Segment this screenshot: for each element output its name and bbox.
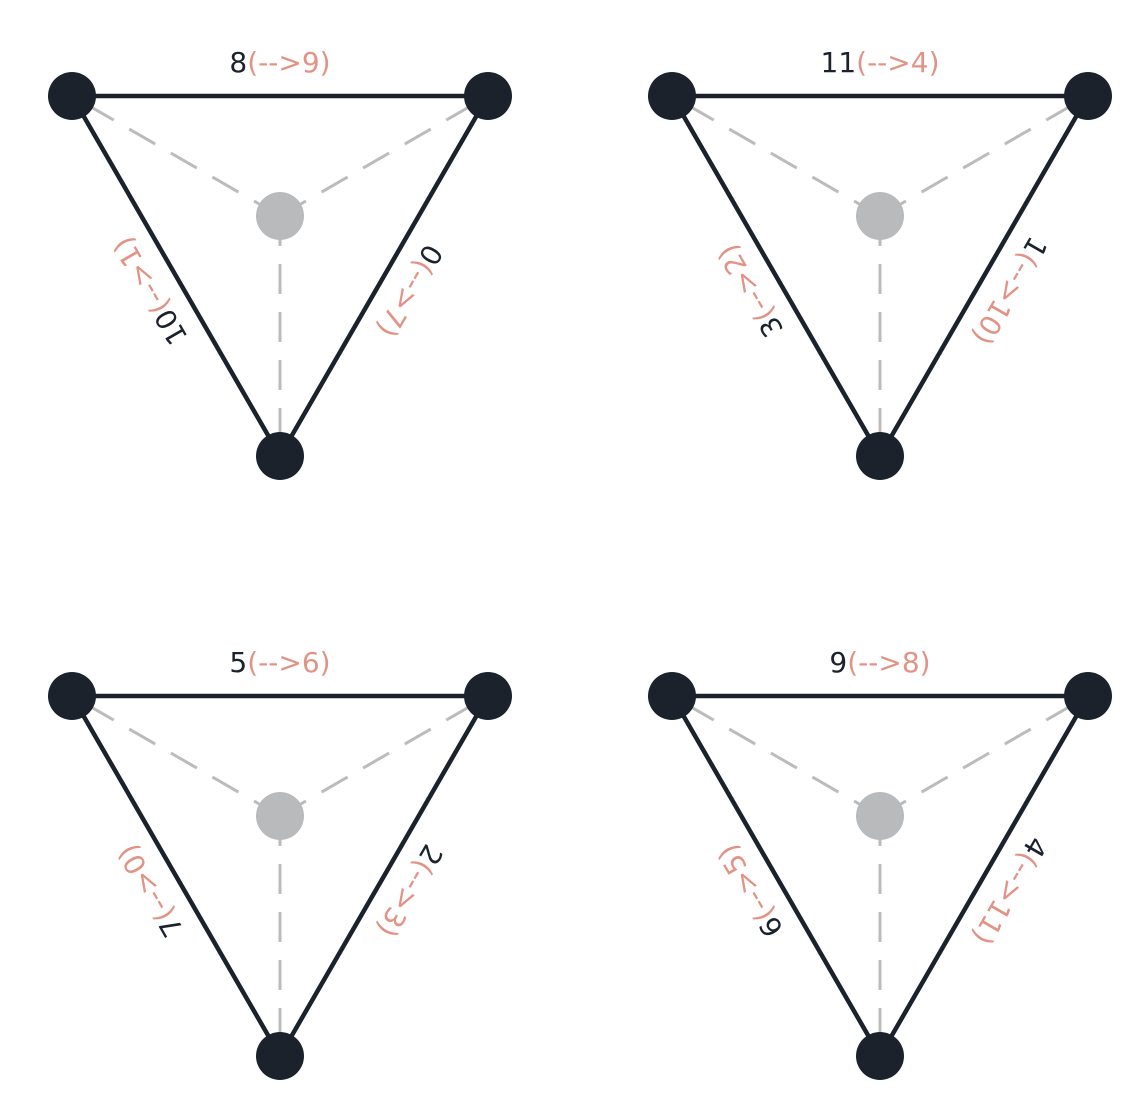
center-node bbox=[856, 792, 904, 840]
triangle-3: 5(-->6) 7(-->0) 2(-->3) bbox=[48, 646, 512, 1080]
corner-node-2 bbox=[464, 672, 512, 720]
edge-label-top-number: 8 bbox=[229, 46, 247, 79]
edge-label-right-mapping: (-->3) bbox=[370, 854, 440, 943]
corner-node-1 bbox=[648, 72, 696, 120]
corner-node-3 bbox=[856, 432, 904, 480]
spoke-1 bbox=[71, 694, 281, 818]
spoke-1 bbox=[71, 94, 281, 218]
spoke-2 bbox=[879, 694, 1089, 818]
corner-node-3 bbox=[856, 1032, 904, 1080]
edge-label-top: 5(-->6) bbox=[229, 646, 330, 679]
edge-label-left: 6(-->5) bbox=[710, 839, 789, 943]
edge-right bbox=[277, 93, 491, 459]
edge-left bbox=[669, 693, 883, 1059]
center-node bbox=[256, 192, 304, 240]
edge-label-left-mapping: (-->5) bbox=[710, 839, 780, 928]
corner-node-1 bbox=[48, 672, 96, 720]
edge-label-top: 9(-->8) bbox=[829, 646, 930, 679]
edge-label-right: 1(-->10) bbox=[966, 231, 1054, 351]
edge-label-top-mapping: (-->8) bbox=[847, 646, 930, 679]
edge-label-right-mapping: (-->7) bbox=[370, 254, 440, 343]
spoke-2 bbox=[279, 694, 489, 818]
edge-label-top: 8(-->9) bbox=[229, 46, 330, 79]
edge-left bbox=[69, 693, 283, 1059]
corner-node-1 bbox=[648, 672, 696, 720]
edge-label-top-number: 5 bbox=[229, 646, 247, 679]
corner-node-2 bbox=[1064, 72, 1112, 120]
spoke-2 bbox=[879, 94, 1089, 218]
spoke-1 bbox=[671, 94, 881, 218]
edge-label-left-mapping: (-->0) bbox=[110, 839, 180, 928]
edge-label-left: 10(-->1) bbox=[106, 231, 194, 351]
edge-label-top-number: 11 bbox=[821, 46, 857, 79]
edge-left bbox=[669, 93, 883, 459]
edge-label-top: 11(-->4) bbox=[821, 46, 940, 79]
edge-label-left: 7(-->0) bbox=[110, 839, 189, 943]
corner-node-3 bbox=[256, 432, 304, 480]
edge-label-top-mapping: (-->9) bbox=[247, 46, 330, 79]
edge-right bbox=[877, 93, 1091, 459]
spoke-1 bbox=[671, 694, 881, 818]
edge-right bbox=[277, 693, 491, 1059]
edge-label-right-mapping: (-->11) bbox=[966, 847, 1045, 951]
spoke-2 bbox=[279, 94, 489, 218]
corner-node-3 bbox=[256, 1032, 304, 1080]
edge-label-top-number: 9 bbox=[829, 646, 847, 679]
edge-label-right-mapping: (-->10) bbox=[966, 247, 1045, 351]
edge-left bbox=[69, 93, 283, 459]
triangle-4: 9(-->8) 6(-->5) 4(-->11) bbox=[648, 646, 1112, 1080]
corner-node-2 bbox=[1064, 672, 1112, 720]
edge-label-right: 4(-->11) bbox=[966, 831, 1054, 951]
edge-label-top-mapping: (-->6) bbox=[247, 646, 330, 679]
triangle-2: 11(-->4) 3(-->2) 1(-->10) bbox=[648, 46, 1112, 480]
corner-node-1 bbox=[48, 72, 96, 120]
edge-label-right: 0(-->7) bbox=[370, 239, 449, 343]
corner-node-2 bbox=[464, 72, 512, 120]
edge-label-right: 2(-->3) bbox=[370, 839, 449, 943]
center-node bbox=[856, 192, 904, 240]
edge-label-left-mapping: (-->1) bbox=[106, 231, 176, 320]
triangle-1: 8(-->9) 10(-->1) 0(-->7) bbox=[48, 46, 512, 480]
edge-label-top-mapping: (-->4) bbox=[856, 46, 939, 79]
center-node bbox=[256, 792, 304, 840]
edge-right bbox=[877, 693, 1091, 1059]
edge-label-left-mapping: (-->2) bbox=[710, 239, 780, 328]
edge-label-left: 3(-->2) bbox=[710, 239, 789, 343]
